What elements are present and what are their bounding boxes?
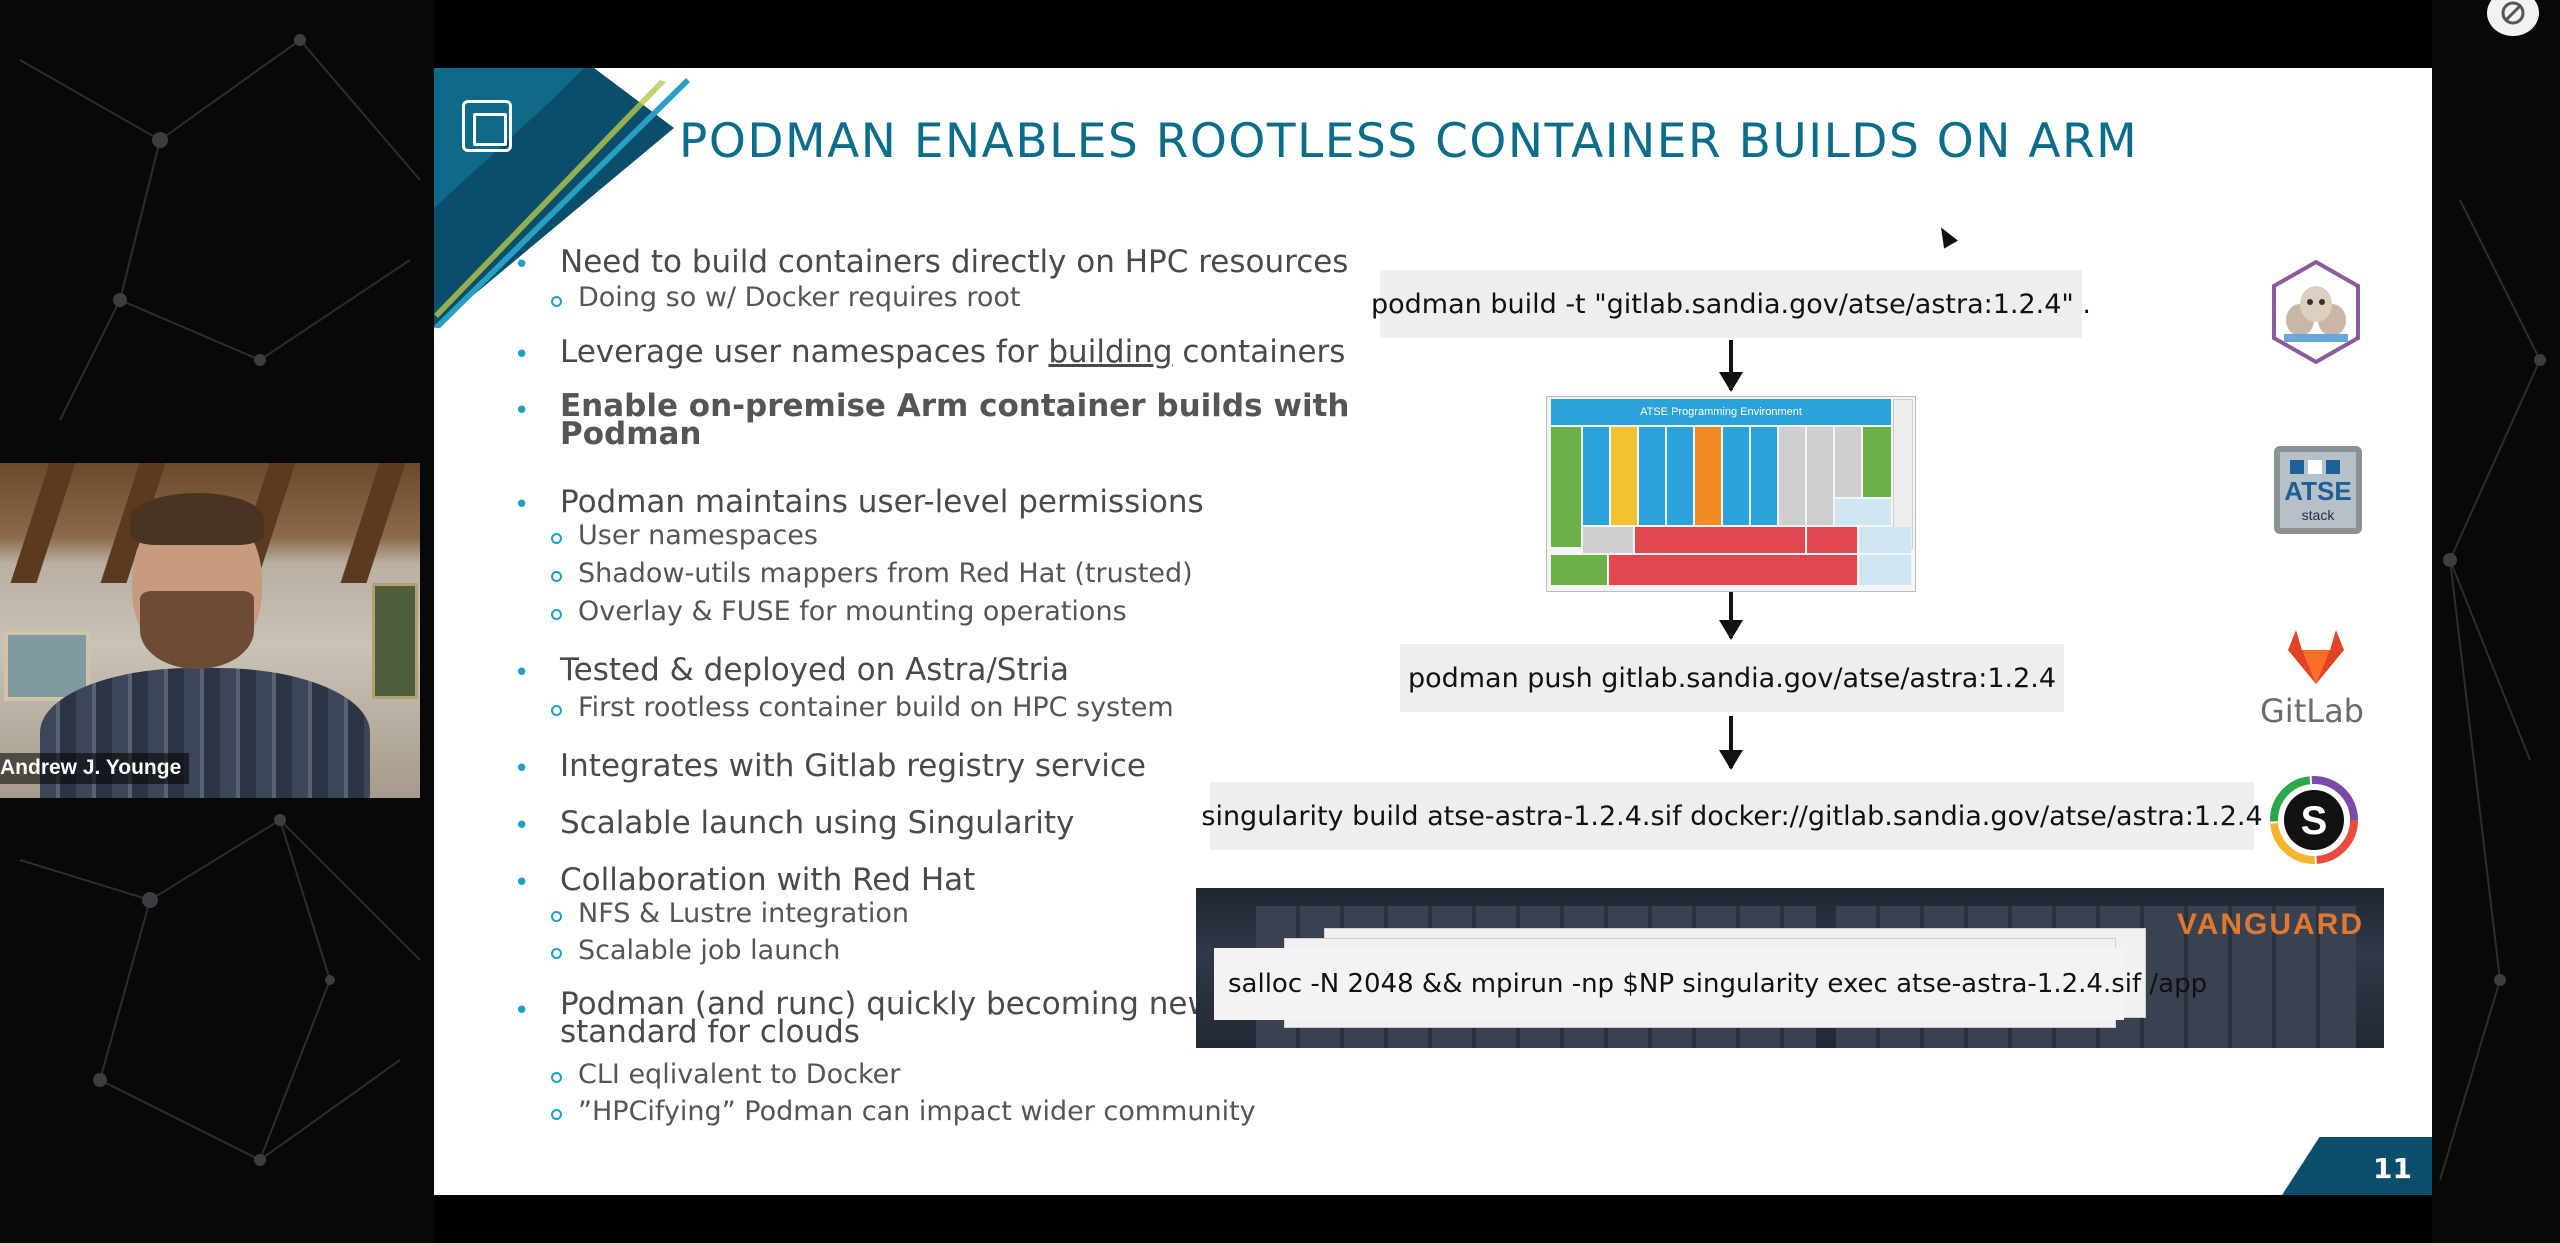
svg-text:S: S (2301, 799, 2328, 843)
participant-beard (140, 591, 254, 669)
bullet-text: Podman maintains user-level permissions (560, 484, 1204, 520)
sub-bullet-text: User namespaces (578, 520, 818, 551)
bullet-text-bold: Enable on-premise Arm container builds w… (560, 388, 1350, 452)
atse-stack-logo-icon: ATSE stack (2274, 446, 2362, 534)
vanguard-sign: VANGUARD (2176, 908, 2364, 941)
flow-arrow (1719, 592, 1743, 640)
sub-bullet-text: Overlay & FUSE for mounting operations (578, 596, 1127, 627)
flow-arrow (1719, 340, 1743, 392)
bullet-text: Need to build containers directly on HPC… (560, 244, 1349, 280)
podman-build-command: podman build -t "gitlab.sandia.gov/atse/… (1371, 270, 2091, 338)
atse-stack-diagram: ATSE Programming Environment (1546, 396, 1916, 592)
singularity-build-command: singularity build atse-astra-1.2.4.sif d… (1201, 782, 2263, 850)
bullet-text: Integrates with Gitlab registry service (560, 748, 1146, 784)
participant-hair (130, 493, 264, 545)
stack-header: ATSE Programming Environment (1551, 399, 1891, 425)
salloc-command: salloc -N 2048 && mpirun -np $NP singula… (1214, 948, 2207, 1020)
sandia-logo-icon (462, 100, 512, 152)
wall-painting (372, 583, 418, 699)
sub-bullet-text: CLI eqlivalent to Docker (578, 1059, 901, 1090)
podman-logo-icon (2272, 260, 2360, 364)
flow-arrow (1719, 716, 1743, 770)
podman-push-command: podman push gitlab.sandia.gov/atse/astra… (1400, 644, 2064, 712)
sub-bullet-text: NFS & Lustre integration (578, 898, 909, 929)
svg-text:stack: stack (2302, 507, 2336, 523)
sub-bullet-text: Scalable job launch (578, 935, 841, 966)
sub-bullet-text: First rootless container build on HPC sy… (578, 692, 1174, 723)
gitlab-logo-icon (2288, 630, 2344, 684)
slide: PODMAN ENABLES ROOTLESS CONTAINER BUILDS… (434, 68, 2432, 1195)
bullet-text: Leverage user namespaces for building co… (560, 334, 1346, 370)
participant-name-label: Andrew J. Younge (0, 753, 190, 784)
singularity-logo-icon: S (2270, 776, 2358, 864)
sub-bullet-text: ”HPCifying” Podman can impact wider comm… (578, 1096, 1256, 1127)
participant-video[interactable] (0, 463, 420, 798)
wall-painting (4, 631, 90, 701)
svg-text:ATSE: ATSE (2284, 476, 2351, 506)
page-number: 11 (2373, 1152, 2412, 1185)
slide-corner-graphic (434, 68, 690, 328)
slide-title: PODMAN ENABLES ROOTLESS CONTAINER BUILDS… (679, 114, 2139, 169)
sub-bullet-text: Doing so w/ Docker requires root (578, 282, 1021, 313)
sub-bullet-text: Shadow-utils mappers from Red Hat (trust… (578, 558, 1193, 589)
screen-share-indicator-icon[interactable] (2487, 0, 2539, 36)
bullet-text: Collaboration with Red Hat (560, 862, 976, 898)
gitlab-wordmark: GitLab (2260, 692, 2364, 730)
mouse-cursor-icon (1934, 223, 1958, 249)
bullet-text: Scalable launch using Singularity (560, 805, 1075, 841)
bullet-text: Tested & deployed on Astra/Stria (560, 652, 1069, 688)
